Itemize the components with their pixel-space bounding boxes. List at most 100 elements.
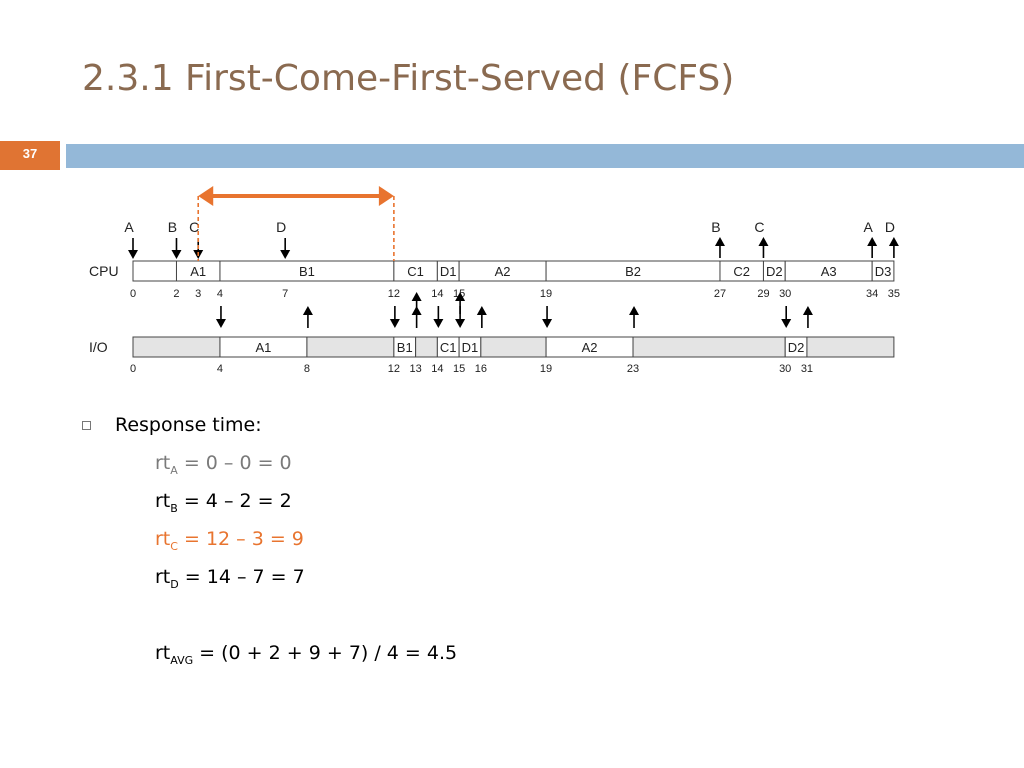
- cpu-tick-label: 19: [540, 288, 552, 300]
- cpu-segment-label: C1: [407, 264, 424, 279]
- io-segment: [415, 336, 438, 358]
- cpu-tick-label: 12: [388, 288, 400, 300]
- io-tick-label: 12: [388, 363, 400, 375]
- rt-subscript: AVG: [170, 653, 194, 667]
- io-segment-label: D2: [788, 340, 805, 355]
- io-row-label: I/O: [89, 339, 108, 355]
- io-tick-label: 19: [540, 363, 552, 375]
- cpu-tick-label: 0: [130, 288, 136, 300]
- io-segment-label: B1: [397, 340, 413, 355]
- cpu-segment-label: C2: [733, 264, 750, 279]
- page-number: 37: [0, 141, 60, 170]
- io-segment-label: A2: [582, 340, 598, 355]
- rt-equation: rtD = 14 – 7 = 7: [155, 566, 305, 591]
- io-segment-label: A1: [255, 340, 271, 355]
- cpu-tick-label: 29: [757, 288, 769, 300]
- io-tick-label: 14: [431, 363, 443, 375]
- io-tick-label: 31: [801, 363, 813, 375]
- rt-symbol: rt: [155, 528, 171, 550]
- arrival-arrow-icon: [280, 250, 291, 259]
- highlight-right-arrow-icon: [378, 186, 394, 206]
- completion-label: D: [885, 219, 895, 235]
- rt-expression: = (0 + 2 + 9 + 7) / 4 = 4.5: [193, 642, 458, 664]
- title-bar: [66, 144, 1024, 168]
- cpu-segment-label: D1: [440, 264, 457, 279]
- io-segment: [306, 336, 395, 358]
- cpu-to-io-arrow-icon: [455, 319, 466, 328]
- cpu-to-io-arrow-icon: [542, 319, 553, 328]
- rt-subscript: B: [170, 501, 178, 515]
- rt-expression: = 14 – 7 = 7: [178, 566, 305, 588]
- rt-equation: rtC = 12 – 3 = 9: [155, 528, 304, 553]
- io-tick-label: 4: [217, 363, 223, 375]
- cpu-tick-label: 2: [173, 288, 179, 300]
- rt-expression: = 0 – 0 = 0: [177, 452, 292, 474]
- rt-subscript: D: [170, 577, 179, 591]
- cpu-tick-label: 4: [217, 288, 223, 300]
- cpu-tick-label: 35: [888, 288, 900, 300]
- completion-arrow-icon: [758, 237, 769, 246]
- highlight-left-arrow-icon: [198, 186, 214, 206]
- cpu-segment: [871, 260, 895, 282]
- rt-equation: rtA = 0 – 0 = 0: [155, 452, 292, 477]
- cpu-to-io-arrow-icon: [781, 319, 792, 328]
- cpu-to-io-arrow-icon: [433, 319, 444, 328]
- cpu-row-label: CPU: [89, 263, 119, 279]
- cpu-segment-label: D2: [766, 264, 783, 279]
- square-bullet-icon: [82, 421, 91, 430]
- completion-label: A: [863, 219, 873, 235]
- rt-expression: = 12 – 3 = 9: [177, 528, 304, 550]
- cpu-tick-label: 34: [866, 288, 878, 300]
- io-tick-label: 13: [409, 363, 421, 375]
- cpu-tick-label: 27: [714, 288, 726, 300]
- io-tick-label: 8: [304, 363, 310, 375]
- arrival-label: A: [124, 219, 134, 235]
- rt-equation: rtB = 4 – 2 = 2: [155, 490, 292, 515]
- cpu-segment-label: D3: [875, 264, 892, 279]
- io-tick-label: 23: [627, 363, 639, 375]
- rt-avg-equation: rtAVG = (0 + 2 + 9 + 7) / 4 = 4.5: [155, 642, 457, 667]
- cpu-tick-label: 30: [779, 288, 791, 300]
- rt-symbol: rt: [155, 452, 171, 474]
- io-segment: [632, 336, 786, 358]
- cpu-segment-label: A3: [821, 264, 837, 279]
- cpu-segment-label: B1: [299, 264, 315, 279]
- io-segment-label: C1: [440, 340, 457, 355]
- io-segment-label: D1: [462, 340, 479, 355]
- rt-symbol: rt: [155, 490, 171, 512]
- cpu-tick-label: 14: [431, 288, 443, 300]
- io-to-cpu-arrow-icon: [302, 306, 313, 315]
- response-time-heading: Response time:: [115, 414, 262, 436]
- cpu-to-io-arrow-icon: [389, 319, 400, 328]
- io-tick-label: 16: [475, 363, 487, 375]
- io-to-cpu-arrow-icon: [802, 306, 813, 315]
- rt-subscript: A: [170, 463, 178, 477]
- completion-arrow-icon: [888, 237, 899, 246]
- io-segment: [132, 336, 221, 358]
- io-tick-label: 15: [453, 363, 465, 375]
- completion-arrow-icon: [867, 237, 878, 246]
- io-to-cpu-arrow-icon: [629, 306, 640, 315]
- cpu-return-arrow-icon: [455, 292, 466, 301]
- io-segment: [480, 336, 547, 358]
- cpu-segment-label: B2: [625, 264, 641, 279]
- rt-subscript: C: [170, 539, 178, 553]
- completion-arrow-icon: [714, 237, 725, 246]
- arrival-arrow-icon: [128, 250, 138, 259]
- cpu-segment-label: A2: [495, 264, 511, 279]
- arrival-label: B: [168, 219, 177, 235]
- fcfs-timeline-diagram: CPUI/OA1B1C1D1A2B2C2D2A3D302347121415192…: [89, 186, 900, 375]
- cpu-segment-label: A1: [190, 264, 206, 279]
- rt-symbol: rt: [155, 642, 171, 664]
- slide-title: 2.3.1 First-Come-First-Served (FCFS): [82, 58, 735, 99]
- arrival-label: D: [276, 219, 286, 235]
- io-tick-label: 0: [130, 363, 136, 375]
- completion-label: B: [711, 219, 720, 235]
- cpu-return-arrow-icon: [411, 292, 422, 301]
- io-tick-label: 30: [779, 363, 791, 375]
- arrival-arrow-icon: [171, 250, 182, 259]
- arrival-label: C: [189, 219, 199, 235]
- io-to-cpu-arrow-icon: [476, 306, 487, 315]
- rt-symbol: rt: [155, 566, 171, 588]
- cpu-to-io-arrow-icon: [215, 319, 226, 328]
